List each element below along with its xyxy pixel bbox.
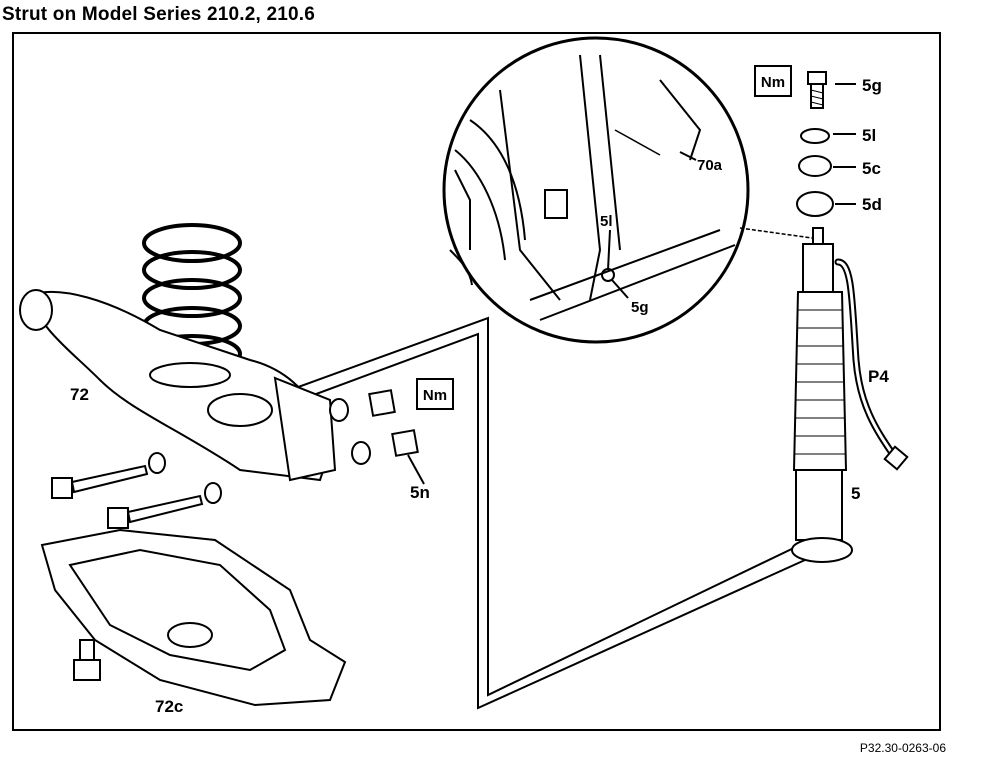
callout-5g-inset: 5g <box>631 299 649 316</box>
bushing-5d-part <box>796 191 834 217</box>
control-arm-72-part <box>19 289 337 482</box>
hose-p4-part <box>834 258 902 466</box>
cover-72c-part <box>40 528 347 707</box>
bushing-5c-part <box>798 155 832 177</box>
callout-5n: 5n <box>410 483 430 502</box>
callout-5l-inset: 5l <box>600 213 613 230</box>
torque-badge-lower-label: Nm <box>423 387 447 404</box>
torque-badge-lower: Nm <box>416 378 454 410</box>
leader-5n <box>407 454 425 485</box>
washer-5l-part <box>800 128 830 144</box>
connector-band <box>289 316 801 697</box>
callout-p4: P4 <box>868 367 889 386</box>
bolt-upper <box>51 452 166 499</box>
diagram-frame <box>12 32 941 731</box>
torque-badge-top: Nm <box>754 65 792 97</box>
figure-code: P32.30-0263-06 <box>859 741 946 755</box>
bolt-lower <box>107 482 222 529</box>
bolt-72c-part <box>73 639 101 681</box>
strut-5-part <box>791 227 853 563</box>
callout-5d: 5d <box>862 195 882 214</box>
callout-5: 5 <box>851 484 860 503</box>
callout-5c: 5c <box>862 159 881 178</box>
connector-band-inner <box>299 332 806 710</box>
inset-detail <box>442 36 813 344</box>
leader-70a <box>679 151 697 161</box>
callout-70a: 70a <box>697 157 723 174</box>
torque-badge-top-label: Nm <box>761 74 785 91</box>
diagram-title: Strut on Model Series 210.2, 210.6 <box>2 4 316 25</box>
callout-5g-top: 5g <box>862 76 882 95</box>
nuts-upper <box>329 389 396 422</box>
callout-72: 72 <box>70 385 89 404</box>
bolt-5g-part <box>807 71 827 109</box>
callout-72c: 72c <box>155 697 183 716</box>
callout-5l: 5l <box>862 126 876 145</box>
nut-5n-part <box>351 429 419 465</box>
leader-5g-inset <box>611 279 629 299</box>
